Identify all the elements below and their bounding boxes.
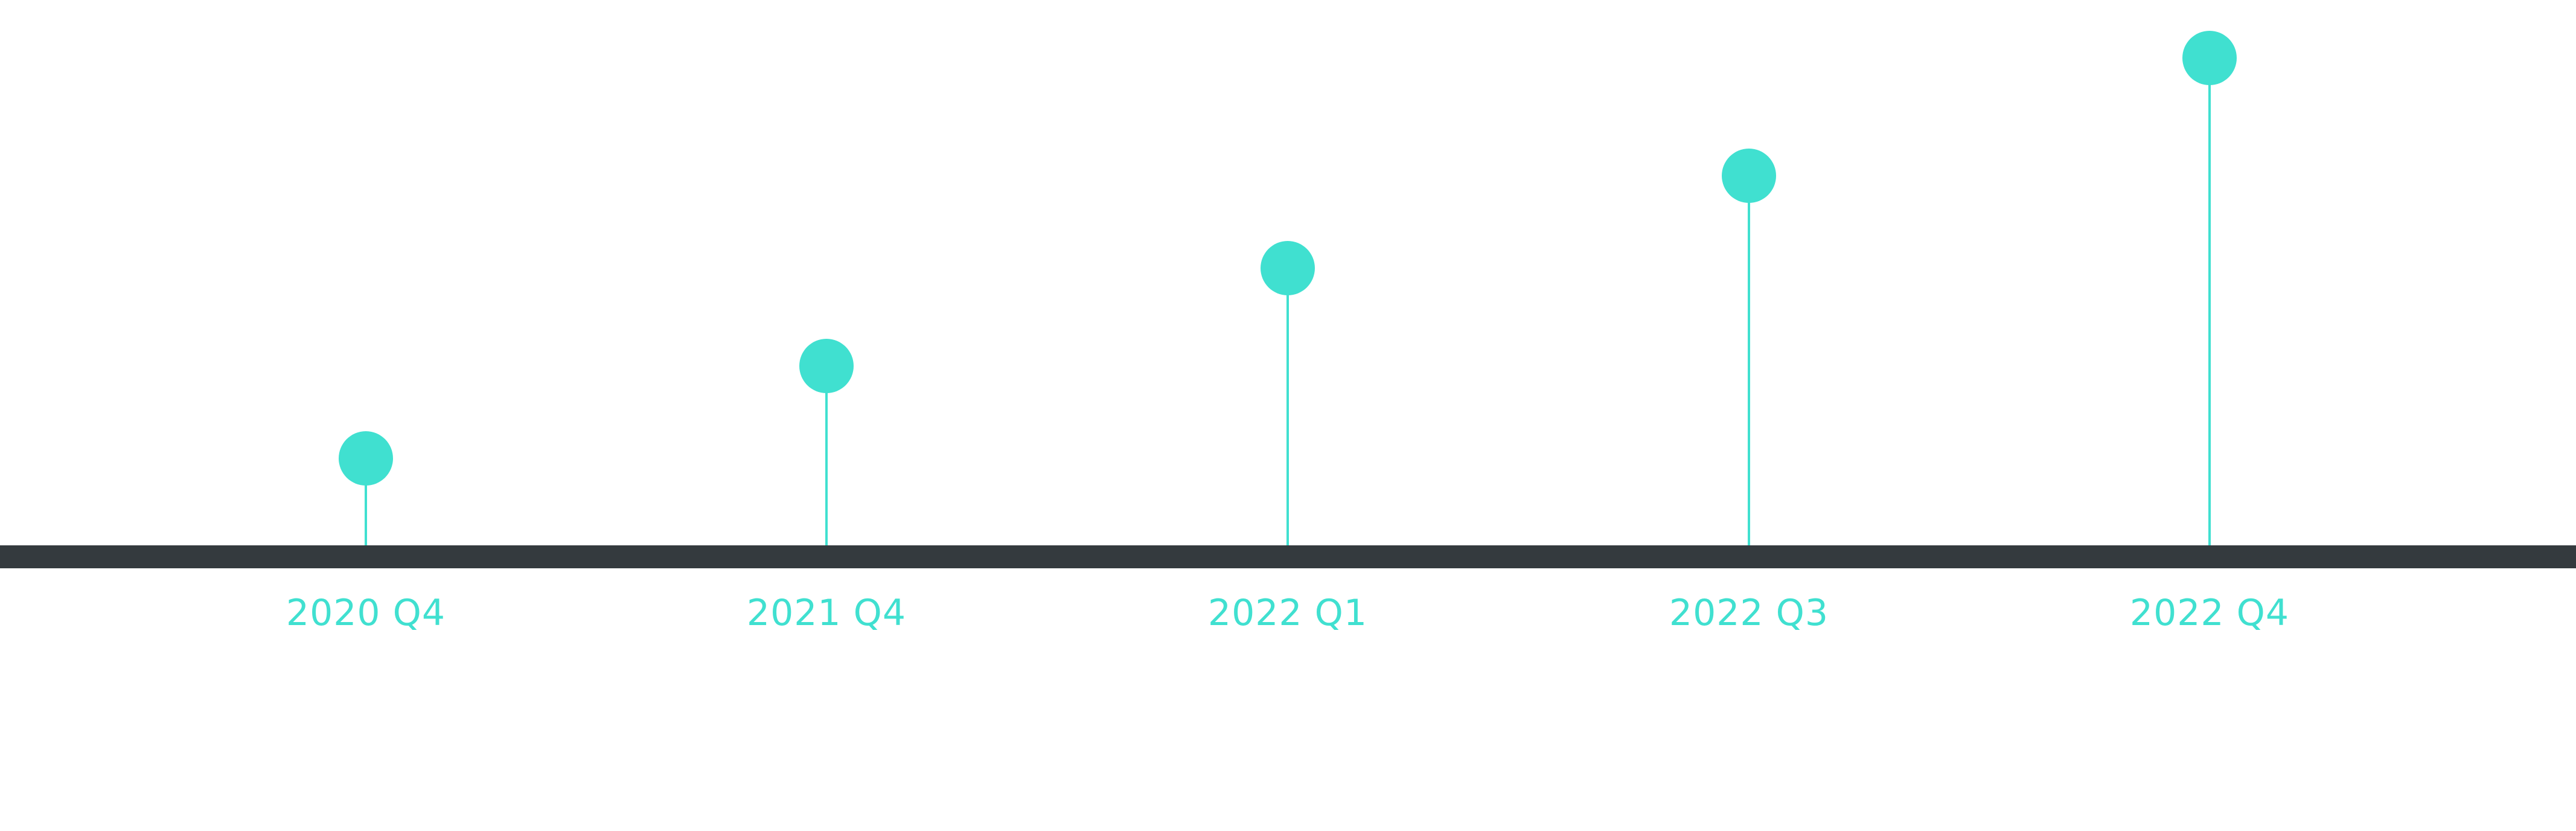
milestone-pin (339, 431, 393, 486)
milestone-stem (1748, 176, 1750, 545)
milestone-label: 2022 Q4 (2129, 592, 2290, 634)
milestone-pin (1722, 149, 1776, 203)
milestone-stem (825, 365, 828, 545)
milestone-label: 2022 Q3 (1669, 592, 1829, 634)
milestone-pin (1261, 241, 1315, 295)
timeline-axis (0, 545, 2576, 568)
milestone-label: 2021 Q4 (746, 592, 907, 634)
milestone-stem (1286, 268, 1289, 545)
milestone-stem (2208, 57, 2211, 545)
milestone-pin (799, 338, 854, 393)
milestone-label: 2022 Q1 (1207, 592, 1368, 634)
milestone-label: 2020 Q4 (286, 592, 446, 634)
milestone-pin (2182, 30, 2237, 85)
milestone-stem (365, 458, 367, 545)
